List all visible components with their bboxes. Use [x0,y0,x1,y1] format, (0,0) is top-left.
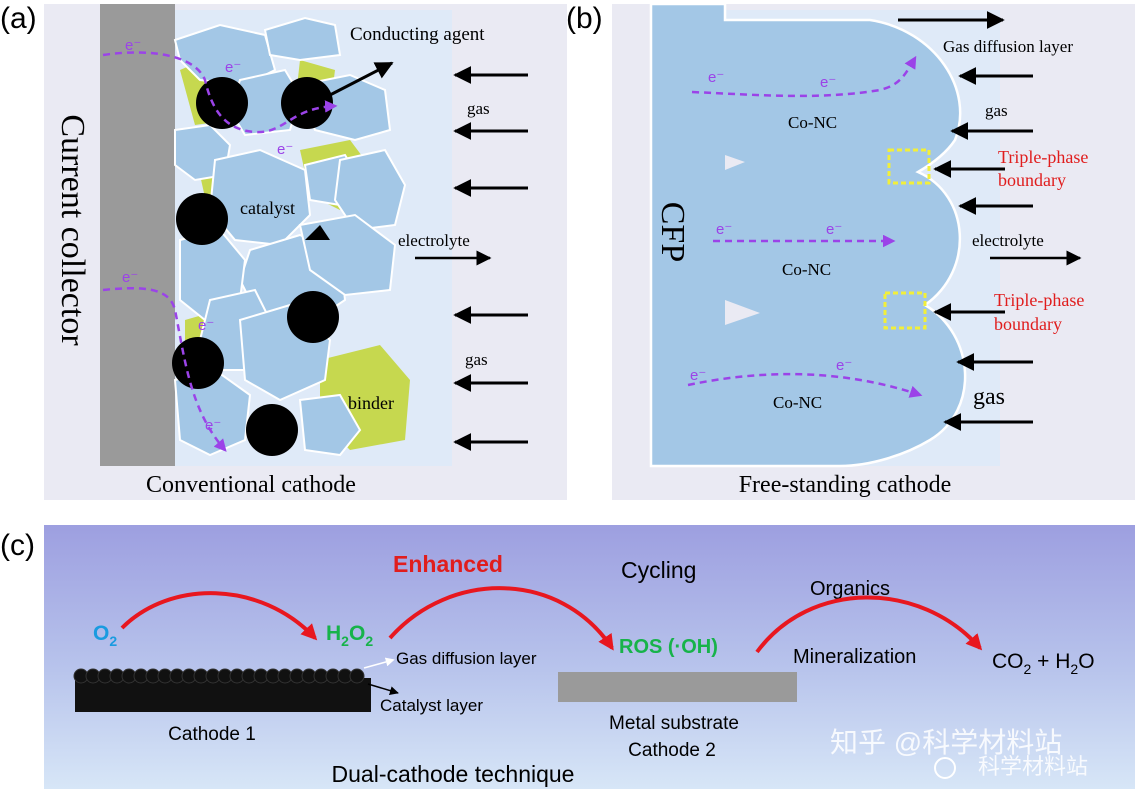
panel-b: CFP Gas diffusion layer electrolyte gas … [566,2,1135,500]
watermark-zhihu: 知乎 @科学材料站 [830,727,1062,758]
catalyst-layer-label: Catalyst layer [380,696,483,715]
weibo-icon [934,757,956,779]
conducting-agent-particles [172,77,339,456]
electron-labels-b: e⁻ e⁻ e⁻ e⁻ e⁻ e⁻ [690,69,852,384]
cfp-co-nc [649,2,967,468]
panel-c-tag: (c) [0,529,35,562]
conducting-agent-label: Conducting agent [350,24,485,45]
electron-label: e⁻ [277,141,293,158]
metal-substrate-label: Metal substrate [609,713,739,734]
catalyst-label: catalyst [240,198,295,218]
gas-label-b-top: gas [985,101,1008,120]
electrolyte-label-b: electrolyte [972,231,1044,250]
panel-c-background [44,525,1135,789]
co2-h2o-products: CO2 + H2O [992,650,1095,677]
catalyst-layer-pointer [367,683,399,695]
co-nc-label: Co-NC [773,393,822,412]
electron-label: e⁻ [708,69,724,86]
panel-a: Current collector [0,2,567,500]
metal-substrate-block [558,672,797,702]
mineralization-label: Mineralization [793,646,916,668]
gas-diffusion-layer-c-label: Gas diffusion layer [396,649,537,668]
reaction-arrows [120,586,983,654]
gas-label-bottom: gas [465,350,488,369]
gas-diffusion-layer-label: Gas diffusion layer [943,37,1073,56]
h2o2-species: H2O2 [326,622,373,649]
current-collector-label: Current collector [54,114,91,346]
gas-diffusion-layer-bumps [73,668,365,684]
triple-phase-label: Triple-phase [994,290,1084,310]
current-collector [100,4,175,466]
lobe-gaps [725,155,760,325]
triple-phase-labels: Triple-phase boundary Triple-phase bound… [994,147,1088,334]
o2-species: O2 [93,622,117,649]
electrolyte-label-a: electrolyte [398,231,470,250]
ros-species: ROS (·OH) [619,636,718,658]
enhanced-label: Enhanced [393,551,503,577]
gas-label-b-bottom: gas [973,384,1005,410]
electron-label: e⁻ [122,269,138,286]
gdl-pointer [363,657,395,669]
watermark-weibo: 科学材料站 [978,754,1088,779]
cathode-1 [73,668,371,712]
triple-phase-label: boundary [994,314,1062,334]
dual-cathode-label: Dual-cathode technique [332,761,575,787]
organics-label: Organics [810,578,890,600]
panel-c: (c) Enhanced Cycling Organics O2 H2O2 RO… [0,525,1135,789]
electron-label: e⁻ [820,74,836,91]
triple-phase-label: boundary [998,170,1066,190]
gas-arrows-a [453,66,528,451]
electron-label: e⁻ [198,317,214,334]
electron-label: e⁻ [205,417,221,434]
co-nc-labels: Co-NC Co-NC Co-NC [773,113,837,412]
panel-b-tag: (b) [566,2,603,35]
gas-arrows-b [933,67,1033,431]
electron-label: e⁻ [716,221,732,238]
gas-label-top: gas [467,99,490,118]
electron-label: e⁻ [826,221,842,238]
cycling-label: Cycling [621,557,696,583]
co-nc-label: Co-NC [782,260,831,279]
cathode-2-label: Cathode 2 [628,740,716,761]
electron-paths-b [687,55,923,398]
electron-label: e⁻ [836,357,852,374]
catalyst-layer-block [75,678,371,712]
panel-a-tag: (a) [0,2,37,35]
conducting-agent-pointer [329,61,394,97]
catalyst-particles [173,16,407,457]
cathode-1-label: Cathode 1 [168,724,256,745]
electron-paths-a [102,51,338,452]
cfp-label: CFP [654,202,691,263]
electron-label: e⁻ [125,37,141,54]
binder-label: binder [348,393,394,413]
caption-conventional: Conventional cathode [146,472,356,498]
co-nc-label: Co-NC [788,113,837,132]
triple-phase-label: Triple-phase [998,147,1088,167]
electron-label: e⁻ [690,367,706,384]
caption-free-standing: Free-standing cathode [739,472,952,498]
electron-label: e⁻ [225,59,241,76]
triple-phase-boxes [883,148,931,330]
electron-labels-a: e⁻ e⁻ e⁻ e⁻ e⁻ e⁻ [122,37,293,434]
gdl-bump [349,668,365,684]
